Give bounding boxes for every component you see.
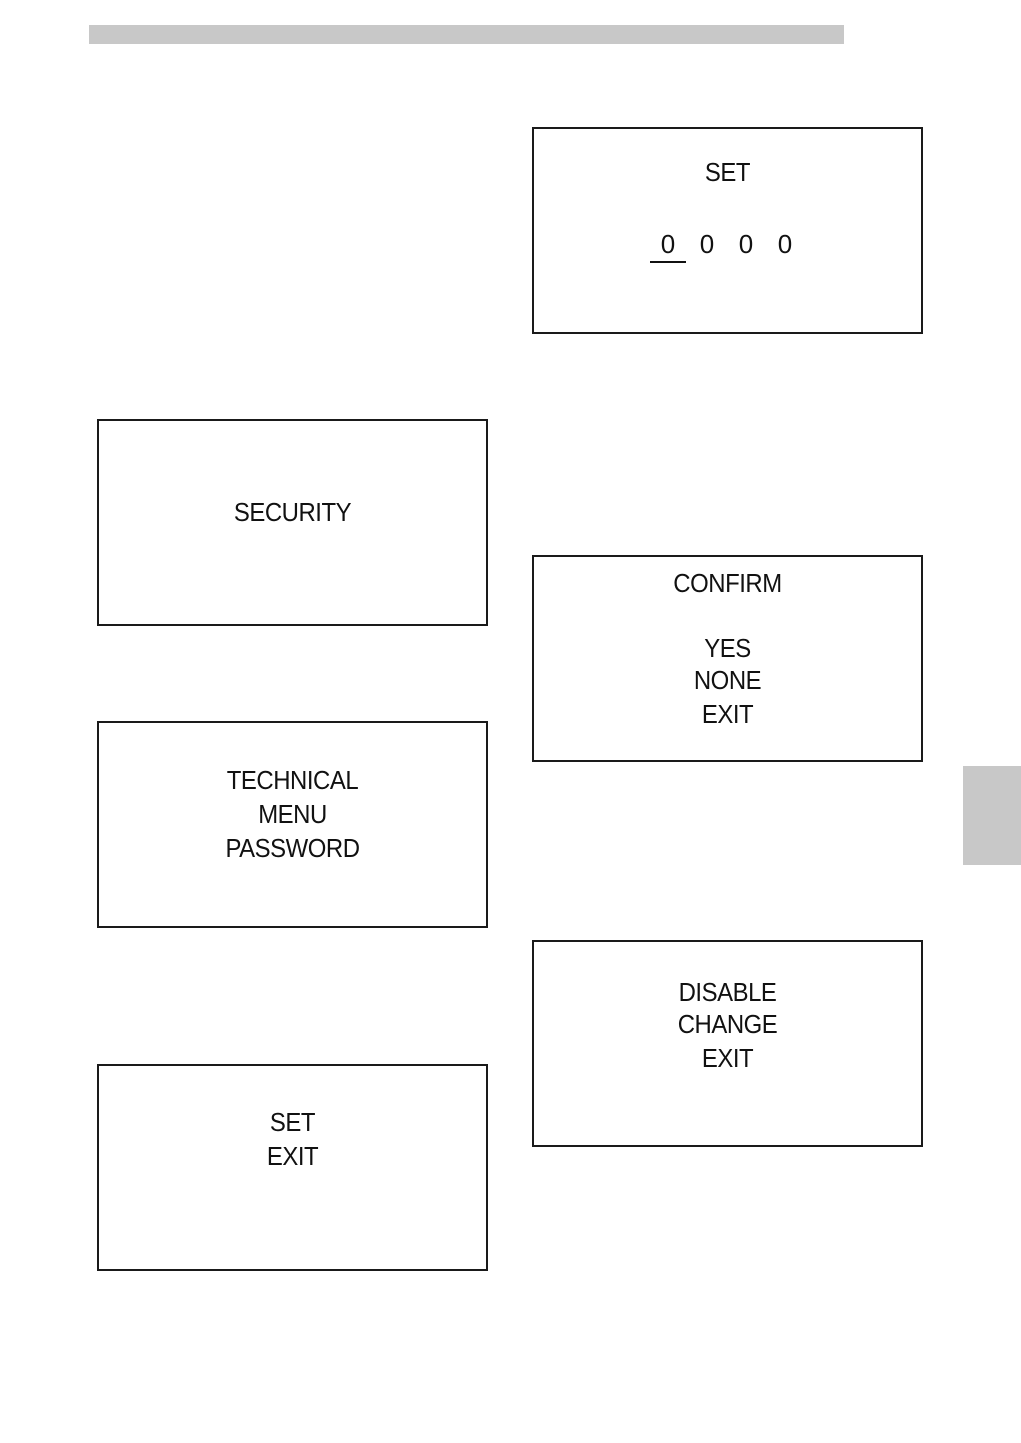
section-tab <box>963 766 1021 865</box>
option-none[interactable]: NONE <box>549 665 905 695</box>
option-disable[interactable]: DISABLE <box>549 977 905 1007</box>
set-code-title: SET <box>549 157 905 187</box>
confirm-title: CONFIRM <box>549 568 905 598</box>
password-screen: TECHNICAL MENU PASSWORD <box>97 721 488 928</box>
code-digit-4[interactable]: 0 <box>767 229 803 259</box>
code-digit-3[interactable]: 0 <box>728 229 764 259</box>
password-line-3: PASSWORD <box>114 833 470 863</box>
disable-screen: DISABLE CHANGE EXIT <box>532 940 923 1147</box>
option-exit[interactable]: EXIT <box>549 1043 905 1073</box>
code-digit-1[interactable]: 0 <box>650 229 686 259</box>
option-yes[interactable]: YES <box>549 633 905 663</box>
option-exit[interactable]: EXIT <box>549 699 905 729</box>
code-digits: 0 0 0 0 <box>534 229 921 265</box>
security-title: SECURITY <box>114 497 470 527</box>
password-line-1: TECHNICAL <box>114 765 470 795</box>
set-code-screen: SET 0 0 0 0 <box>532 127 923 334</box>
password-line-2: MENU <box>114 799 470 829</box>
security-screen: SECURITY <box>97 419 488 626</box>
header-bar <box>89 25 844 44</box>
option-change[interactable]: CHANGE <box>549 1009 905 1039</box>
option-set[interactable]: SET <box>114 1107 470 1137</box>
option-exit[interactable]: EXIT <box>114 1141 470 1171</box>
set-exit-screen: SET EXIT <box>97 1064 488 1271</box>
confirm-screen: CONFIRM YES NONE EXIT <box>532 555 923 762</box>
code-digit-2[interactable]: 0 <box>689 229 725 259</box>
